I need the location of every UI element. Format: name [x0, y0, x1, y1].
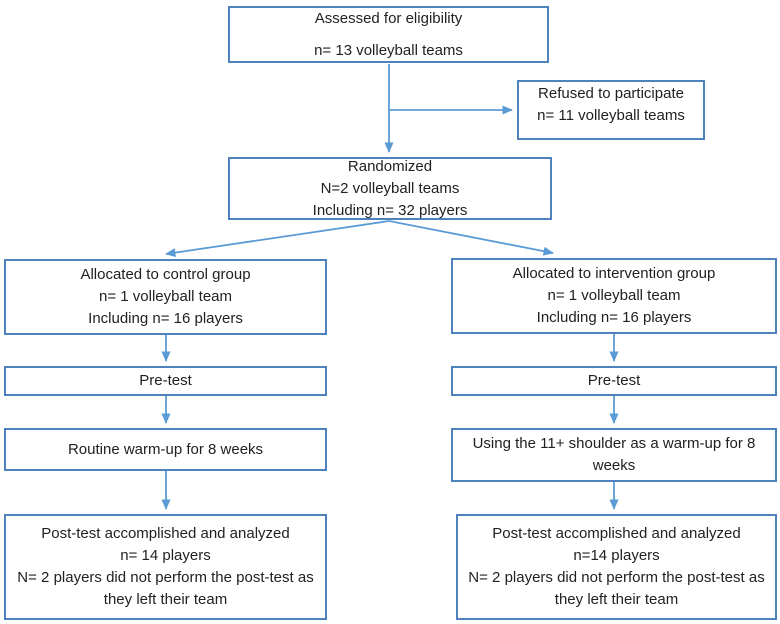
box-pretest-intervention: Pre-test [451, 366, 777, 396]
box-text-line: Pre-test [587, 372, 641, 389]
box-allocated-intervention-group: Allocated to intervention group n= 1 vol… [451, 258, 777, 334]
box-allocated-control-group: Allocated to control group n= 1 volleyba… [4, 259, 327, 335]
box-text-line: Assessed for eligibility [314, 9, 463, 27]
box-11plus-shoulder-warmup: Using the 11+ shoulder as a warm-up for … [451, 428, 777, 482]
box-text-line: n= 1 volleyball team [99, 288, 232, 305]
box-text-line: weeks [592, 457, 636, 474]
box-text-line: Allocated to intervention group [512, 265, 716, 282]
box-text-line: N= 2 players did not perform the post-te… [17, 569, 314, 586]
box-text-line: n= 13 volleyball teams [314, 41, 463, 59]
box-randomized: Randomized N=2 volleyball teams Includin… [228, 157, 552, 220]
box-text-line: they left their team [554, 591, 679, 608]
box-text-line: Allocated to control group [80, 266, 251, 283]
box-text-line: Including n= 32 players [312, 201, 468, 219]
box-text-line: Pre-test [139, 372, 192, 389]
box-text-line: n= 14 players [120, 547, 211, 564]
box-text-line: N= 2 players did not perform the post-te… [468, 569, 765, 586]
box-text-line: n= 1 volleyball team [547, 287, 681, 304]
box-text-line: n= 11 volleyball teams [537, 107, 685, 124]
box-text-line: they left their team [103, 591, 228, 608]
box-posttest-control: Post-test accomplished and analyzed n= 1… [4, 514, 327, 620]
box-text-line: Using the 11+ shoulder as a warm-up for … [472, 435, 756, 452]
arrow-randomized-to-intervention [388, 220, 554, 256]
box-text-line: Routine warm-up for 8 weeks [67, 440, 264, 458]
box-text-line: Post-test accomplished and analyzed [492, 525, 741, 542]
arrow-randomized-to-control [165, 220, 390, 258]
box-text-line: n=14 players [573, 547, 660, 564]
box-pretest-control: Pre-test [4, 366, 327, 396]
box-text-line: Refused to participate [538, 85, 684, 102]
box-posttest-intervention: Post-test accomplished and analyzed n=14… [456, 514, 777, 620]
box-text-line: N=2 volleyball teams [320, 179, 460, 197]
box-text-line: Including n= 16 players [88, 310, 243, 327]
box-text-line: Randomized [347, 157, 433, 175]
box-assessed-for-eligibility: Assessed for eligibility n= 13 volleybal… [228, 6, 549, 63]
box-text-line: Post-test accomplished and analyzed [41, 525, 290, 542]
box-routine-warmup: Routine warm-up for 8 weeks [4, 428, 327, 471]
box-text-line: Including n= 16 players [536, 309, 692, 326]
box-refused-to-participate: Refused to participate n= 11 volleyball … [517, 80, 705, 140]
